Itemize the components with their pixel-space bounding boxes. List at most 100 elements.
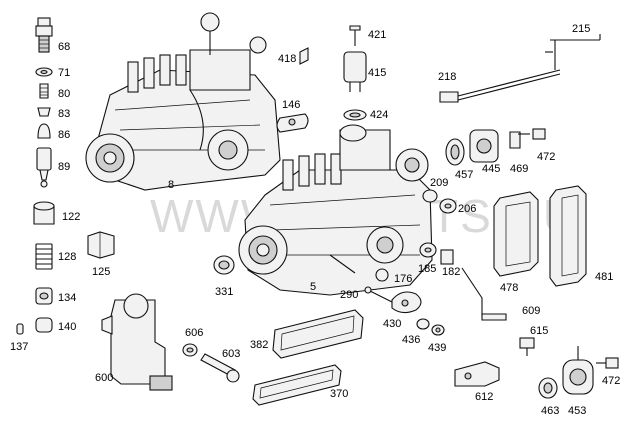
label-606: 606: [185, 327, 203, 339]
label-209: 209: [430, 177, 448, 189]
label-609: 609: [522, 305, 540, 317]
part-615[interactable]: [519, 337, 535, 356]
label-615: 615: [530, 325, 548, 337]
label-421: 421: [368, 29, 386, 41]
label-182: 182: [442, 266, 460, 278]
label-206: 206: [458, 203, 476, 215]
part-71[interactable]: [35, 67, 53, 77]
label-457: 457: [455, 169, 473, 181]
part-382[interactable]: [272, 309, 364, 359]
label-122: 122: [62, 211, 80, 223]
label-612: 612: [475, 391, 493, 403]
part-600[interactable]: [101, 293, 173, 391]
label-140: 140: [58, 321, 76, 333]
part-134[interactable]: [35, 287, 53, 305]
label-125: 125: [92, 266, 110, 278]
part-89[interactable]: [36, 147, 52, 188]
label-89: 89: [58, 161, 70, 173]
part-478[interactable]: [493, 191, 539, 277]
label-185: 185: [418, 263, 436, 275]
part-439[interactable]: [431, 324, 445, 336]
part-331[interactable]: [213, 255, 235, 275]
label-603: 603: [222, 348, 240, 360]
label-176: 176: [394, 273, 412, 285]
label-8: 8: [168, 179, 174, 191]
label-83: 83: [58, 108, 70, 120]
part-122[interactable]: [33, 201, 55, 225]
part-128[interactable]: [35, 243, 53, 270]
part-436[interactable]: [416, 318, 430, 330]
pump-upper-outlets: [127, 54, 187, 93]
part-140[interactable]: [35, 317, 53, 333]
label-415: 415: [368, 67, 386, 79]
part-453[interactable]: [562, 346, 594, 395]
label-481: 481: [595, 271, 613, 283]
label-71: 71: [58, 67, 70, 79]
label-600: 600: [95, 372, 113, 384]
part-424[interactable]: [343, 109, 367, 121]
label-331: 331: [215, 286, 233, 298]
injection-pump-lower[interactable]: [238, 124, 433, 296]
part-80[interactable]: [39, 83, 49, 99]
label-430: 430: [383, 318, 401, 330]
part-457[interactable]: [445, 138, 465, 166]
label-5: 5: [310, 281, 316, 293]
label-418: 418: [278, 53, 296, 65]
label-478: 478: [500, 282, 518, 294]
label-68: 68: [58, 41, 70, 53]
part-290[interactable]: [364, 286, 393, 303]
part-68[interactable]: [35, 17, 53, 53]
part-215[interactable]: [545, 34, 601, 70]
part-606[interactable]: [182, 343, 198, 357]
part-463[interactable]: [538, 377, 558, 399]
part-86[interactable]: [37, 123, 51, 139]
label-86: 86: [58, 129, 70, 141]
part-472-upper[interactable]: [518, 128, 546, 140]
part-83[interactable]: [37, 107, 51, 117]
part-445[interactable]: [469, 129, 499, 163]
label-290: 290: [340, 289, 358, 301]
label-472-lower: 472: [602, 375, 620, 387]
part-609[interactable]: [461, 267, 507, 321]
part-472-lower[interactable]: [596, 357, 619, 369]
label-137: 137: [10, 341, 28, 353]
part-146[interactable]: [276, 113, 309, 133]
part-185[interactable]: [419, 242, 437, 258]
part-137[interactable]: [16, 323, 24, 335]
label-80: 80: [58, 88, 70, 100]
label-453: 453: [568, 405, 586, 417]
label-128: 128: [58, 251, 76, 263]
callout-labels: 68 71 80 83 86 89 122 128 125 134 140 13…: [10, 23, 620, 417]
label-439: 439: [428, 342, 446, 354]
part-415[interactable]: [343, 51, 367, 92]
label-469: 469: [510, 163, 528, 175]
part-182[interactable]: [440, 249, 454, 265]
label-424: 424: [370, 109, 388, 121]
pump-lower-outlets: [282, 153, 342, 191]
label-463: 463: [541, 405, 559, 417]
part-612[interactable]: [454, 361, 500, 387]
label-382: 382: [250, 339, 268, 351]
part-421[interactable]: [349, 25, 361, 46]
part-209[interactable]: [422, 189, 438, 203]
part-481[interactable]: [549, 185, 587, 287]
part-370[interactable]: [252, 364, 342, 406]
part-218[interactable]: [439, 69, 561, 103]
part-206[interactable]: [439, 198, 457, 214]
label-370: 370: [330, 388, 348, 400]
label-134: 134: [58, 292, 76, 304]
part-469[interactable]: [509, 131, 521, 149]
part-430[interactable]: [391, 291, 422, 314]
part-125[interactable]: [87, 231, 115, 259]
label-445: 445: [482, 163, 500, 175]
label-146: 146: [282, 99, 300, 111]
label-215: 215: [572, 23, 590, 35]
part-603[interactable]: [200, 353, 240, 383]
injection-pump-upper[interactable]: [85, 12, 281, 191]
part-418[interactable]: [299, 47, 309, 65]
label-472-upper: 472: [537, 151, 555, 163]
label-436: 436: [402, 334, 420, 346]
part-176[interactable]: [375, 268, 389, 282]
label-218: 218: [438, 71, 456, 83]
